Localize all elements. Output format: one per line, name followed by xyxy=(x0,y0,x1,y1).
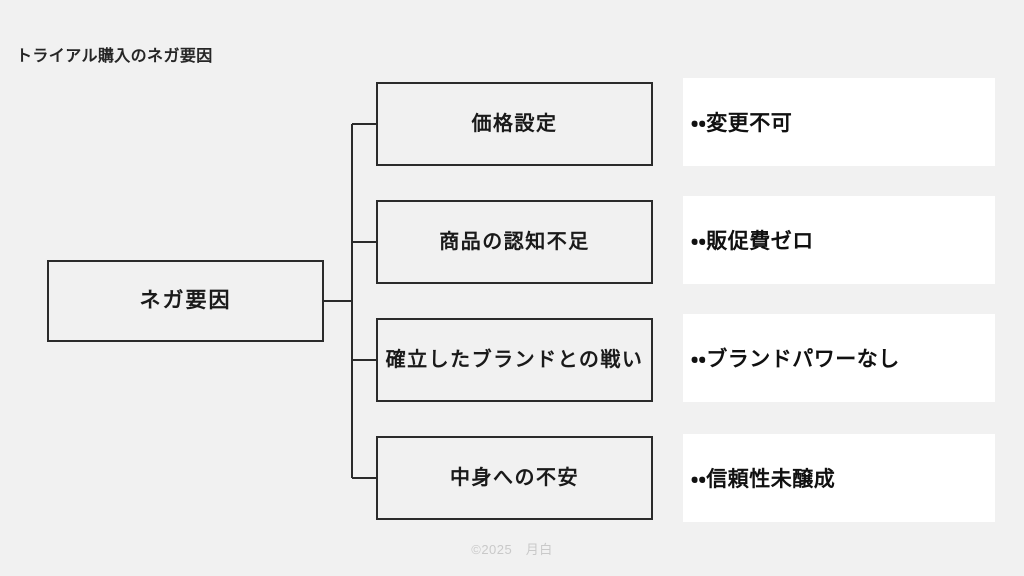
note-panel-text: ・・変更不可 xyxy=(691,112,793,135)
node-branch-label: 確立したブランドとの戦い xyxy=(385,348,644,371)
note-panel-trust[interactable]: ・・信頼性未醸成 xyxy=(683,434,995,522)
note-panel-text: ・・信頼性未醸成 xyxy=(691,468,836,491)
footer-credit: ©2025 月白 xyxy=(471,542,553,557)
node-branch-awareness[interactable]: 商品の認知不足 xyxy=(376,200,653,284)
note-panel-awareness[interactable]: ・・販促費ゼロ xyxy=(683,196,995,284)
node-root[interactable]: ネガ要因 xyxy=(47,260,324,342)
node-branch-pricing[interactable]: 価格設定 xyxy=(376,82,653,166)
node-root-label: ネガ要因 xyxy=(139,289,232,313)
node-branch-competition[interactable]: 確立したブランドとの戦い xyxy=(376,318,653,402)
note-panel-text: ・・ブランドパワーなし xyxy=(691,348,900,371)
node-branch-label: 商品の認知不足 xyxy=(439,230,590,253)
note-panel-text: ・・販促費ゼロ xyxy=(691,230,814,253)
node-branch-trust[interactable]: 中身への不安 xyxy=(376,436,653,520)
node-branch-label: 中身への不安 xyxy=(450,466,579,489)
note-panel-competition[interactable]: ・・ブランドパワーなし xyxy=(683,314,995,402)
note-panel-pricing[interactable]: ・・変更不可 xyxy=(683,78,995,166)
node-branch-label: 価格設定 xyxy=(471,112,558,135)
page-title: トライアル購入のネガ要因 xyxy=(16,48,213,65)
